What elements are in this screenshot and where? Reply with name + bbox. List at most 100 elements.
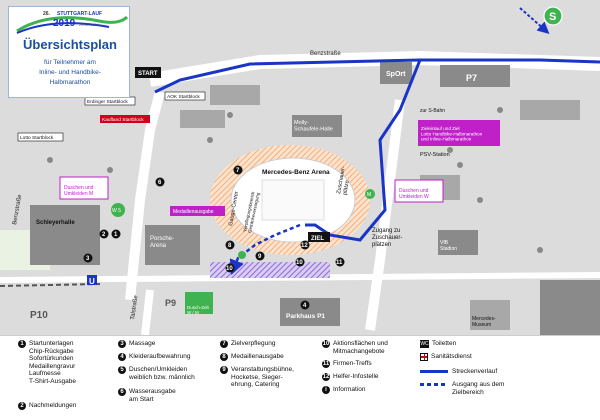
exit-route [229, 223, 301, 275]
road-east [365, 99, 405, 331]
svg-text:6: 6 [158, 180, 162, 186]
ziel-box [308, 232, 330, 242]
arena-pitch [261, 179, 325, 221]
road-main [125, 90, 165, 301]
m-text: M [367, 192, 371, 198]
showers-left-callout [59, 176, 109, 200]
label-p7: P7 [466, 73, 477, 83]
showers-right-callout [394, 179, 444, 203]
label-zum-sbahn: zur S-Bahn [420, 108, 445, 114]
page-title: Übersichtsplan [23, 37, 117, 52]
svg-text:2: 2 [102, 232, 106, 238]
exit-line-icon [420, 382, 448, 386]
legend-medic: Sanitätsdienst [420, 353, 472, 361]
start-box [135, 67, 161, 78]
label-gauge-center: Gauge-Center [228, 191, 240, 227]
start-label: START [138, 71, 158, 77]
medal-callout [170, 206, 225, 216]
medal-point [238, 251, 246, 259]
site-map: Benzstraße Talstraße Benzstraße SpOrt P7… [0, 0, 600, 335]
svg-text:9: 9 [258, 254, 262, 260]
kaufland-box [100, 115, 150, 123]
label-arena: Mercedes-Benz Arena [262, 169, 330, 176]
street-benzstrasse: Benzstraße [310, 51, 341, 57]
w5-badge [111, 203, 125, 217]
label-sport: SpOrt [386, 71, 406, 78]
label-porsche: Porsche-Arena [150, 236, 174, 249]
svg-text:12: 12 [301, 243, 308, 249]
kaufland-label: Kaufland Startblock [102, 117, 144, 123]
m-badge [365, 189, 375, 199]
label-molly: Molly-Schaufele-Halle [294, 120, 333, 132]
medal-text: Medaillenausgabe [173, 209, 214, 215]
subtitle-line-1: für Teilnehmer am [44, 59, 96, 66]
svg-text:3: 3 [86, 256, 90, 262]
erdinger-label: Erdinger Startblock [87, 99, 128, 105]
aok-box [164, 91, 206, 101]
event-logo [16, 15, 129, 34]
street-benzstr-side: Benzstraße [12, 193, 23, 225]
s-bahn-arrow [519, 7, 550, 34]
event-name: STUTTGART-LAUF [57, 11, 102, 17]
label-p9: P9 [165, 298, 176, 308]
race-route-final [305, 59, 422, 242]
race-route [154, 58, 600, 94]
event-badge: 26. STUTTGART-LAUF 2019 29./30. JUNI Übe… [8, 6, 130, 98]
lotto-box [17, 132, 64, 142]
label-schleyer: Schleyerhalle [36, 220, 75, 226]
svg-text:10: 10 [296, 260, 303, 266]
toilet-icon: WC [420, 340, 429, 348]
lotto-notice [418, 120, 500, 146]
map-markers: 1 2 3 10 9 10 12 11 4 6 7 8 [83, 165, 345, 310]
legend-route: Streckenverlauf [420, 368, 497, 376]
label-parkhaus: Parkhaus P1 [286, 313, 325, 320]
label-psv: PSV-Station [420, 152, 450, 158]
buildings [30, 62, 600, 335]
subtitle-line-2: Inline- und Handbike- [39, 69, 101, 76]
route-line-icon [420, 369, 448, 373]
svg-text:8: 8 [228, 243, 232, 249]
subtitle-line-3: Halbmarathon [49, 79, 91, 86]
svg-text:11: 11 [336, 260, 343, 266]
street-talstrasse: Talstraße [130, 294, 139, 320]
label-p10: P10 [30, 310, 48, 321]
svg-text:10: 10 [226, 266, 233, 272]
u-bahn-letter: U [89, 277, 95, 286]
label-zuschauer: Zuschauer-plätze [336, 166, 353, 196]
talstrasse-road [141, 289, 154, 335]
event-year: 2019 [53, 18, 76, 29]
s-bahn-icon[interactable] [543, 6, 563, 26]
dusch-zelt-box [185, 292, 213, 314]
rail-track [0, 283, 101, 287]
legend-exit: Ausgang aus dem Zielbereich [420, 381, 504, 396]
event-edition: 26. [43, 11, 50, 17]
aok-label: AOK Startblock [167, 94, 200, 100]
svg-text:4: 4 [303, 303, 307, 309]
medic-cross-icon [420, 353, 428, 361]
u-bahn-icon[interactable] [87, 275, 97, 285]
svg-text:1: 1 [114, 232, 118, 238]
w5-text: W 5 [112, 208, 121, 214]
svg-text:7: 7 [236, 168, 240, 174]
